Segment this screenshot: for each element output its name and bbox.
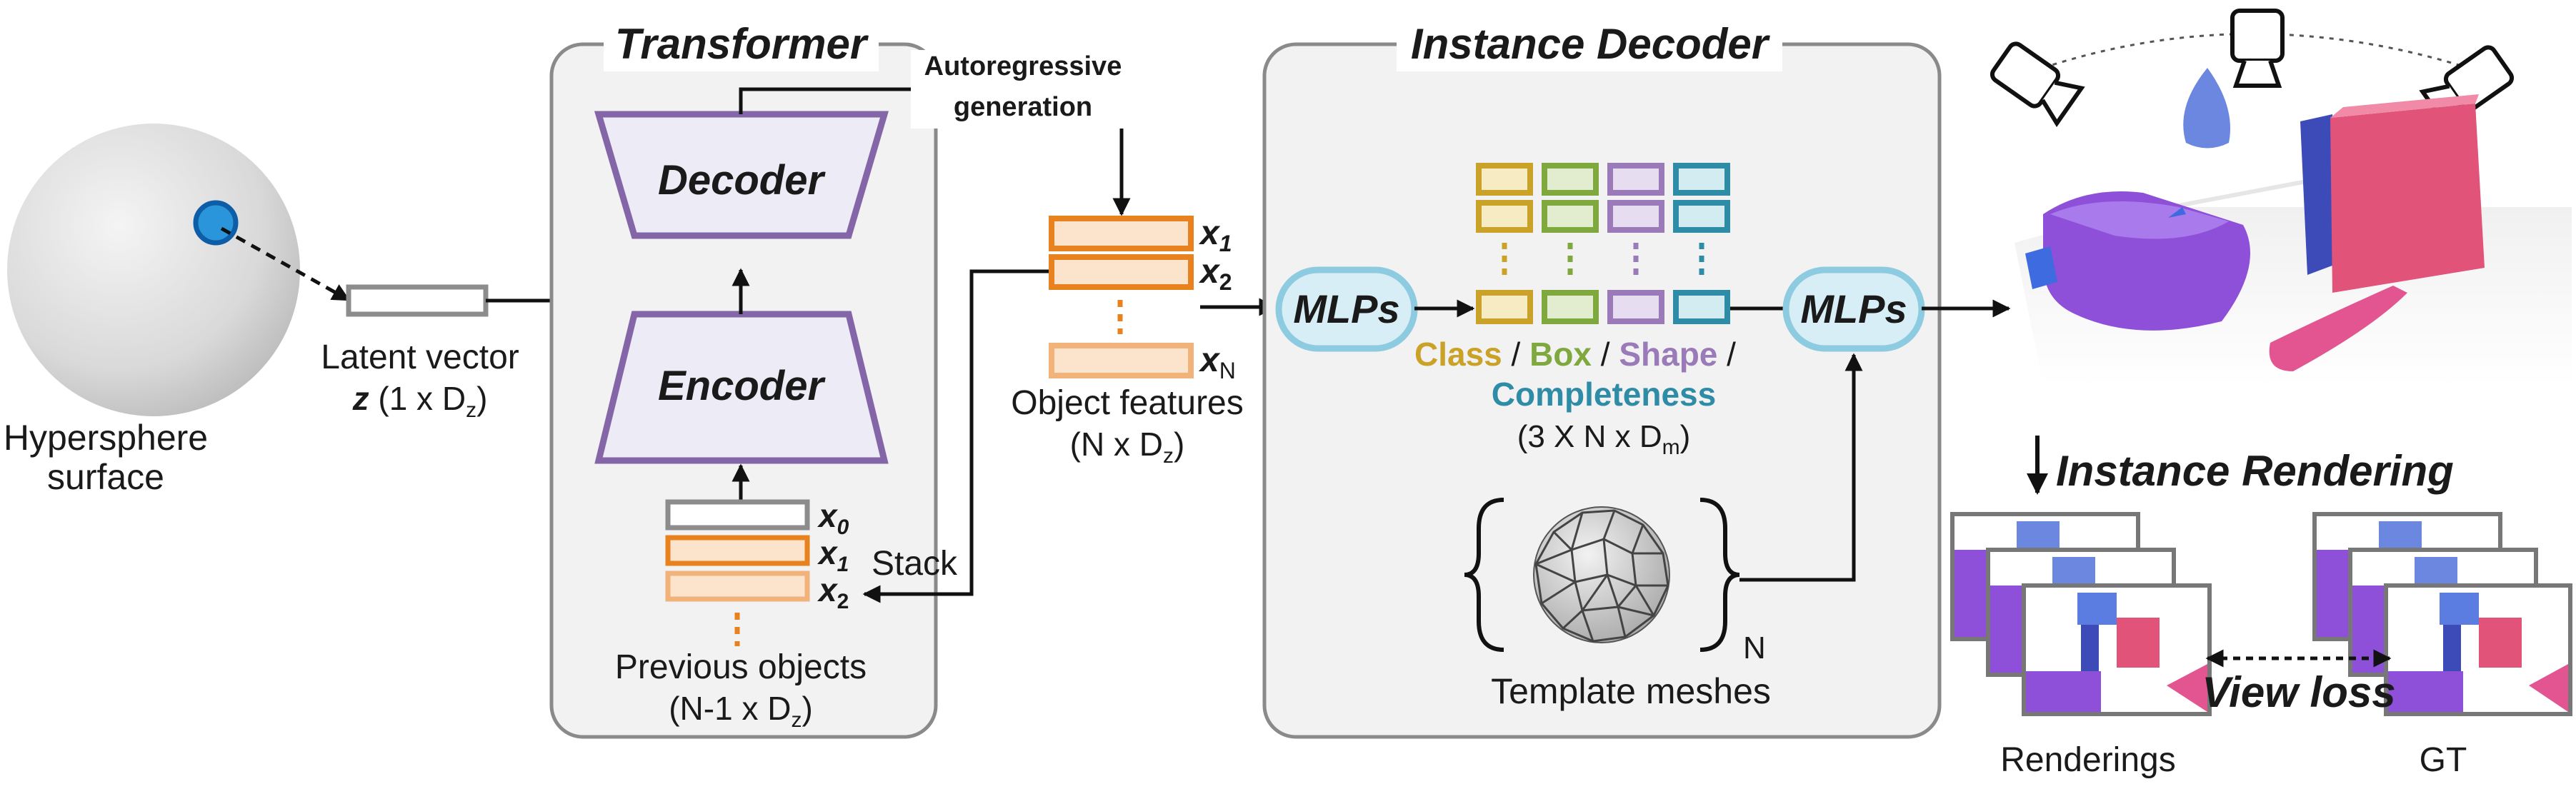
prev-objects-dims: (N-1 x Dz) [669, 690, 813, 732]
camera-icon-left [1990, 41, 2085, 128]
latent-vector-box [346, 284, 489, 317]
autoregressive-line1: Autoregressive [924, 51, 1122, 81]
prev-token-x0 [665, 499, 810, 531]
transformer-title: Transformer [615, 20, 869, 68]
object-token-xn [1049, 343, 1194, 378]
template-n-label: N [1743, 630, 1766, 665]
latent-point [193, 200, 239, 246]
mlp-label-1: MLPs [1293, 286, 1399, 331]
prev-token-x2 [665, 571, 810, 602]
latent-formula: z (1 x Dz) [352, 380, 488, 422]
gt-label: GT [2420, 741, 2467, 779]
prev-token-x2-label: x2 [817, 571, 849, 613]
sphere-label-2: surface [47, 457, 164, 497]
completeness-label: Completeness [1492, 376, 1716, 413]
instance-rendering-title: Instance Rendering [2056, 447, 2454, 495]
autoregressive-line2: generation [954, 92, 1092, 122]
sphere-label-1: Hypersphere [4, 418, 208, 458]
template-mesh [1464, 498, 1740, 652]
decoder-label: Decoder [658, 157, 827, 203]
object-token-x1-label: x1 [1198, 214, 1232, 256]
view-loss-label: View loss [2202, 668, 2395, 716]
renderings-label: Renderings [2000, 741, 2175, 779]
prev-token-x1-label: x1 [817, 534, 849, 576]
encoder-block [594, 311, 889, 464]
prev-objects-label: Previous objects [615, 648, 867, 686]
encoder-label: Encoder [658, 363, 826, 409]
prev-token-x0-label: x0 [817, 497, 849, 539]
object-token-x1 [1049, 216, 1194, 251]
object-features-label: Object features [1011, 384, 1244, 422]
attribute-columns [1476, 163, 1730, 324]
stack-label: Stack [872, 545, 958, 583]
object-token-x2 [1049, 254, 1194, 290]
attribute-labels: Class / Box / Shape / [1414, 336, 1736, 373]
instance-decoder-title: Instance Decoder [1411, 20, 1771, 68]
attribute-dims: (3 X N x Dm) [1517, 419, 1691, 459]
mlp-label-2: MLPs [1800, 286, 1907, 331]
decoder-block [594, 111, 889, 239]
hypersphere [7, 124, 351, 416]
latent-label: Latent vector [321, 338, 519, 376]
object-token-x2-label: x2 [1198, 253, 1232, 295]
object-token-xn-label: xN [1198, 341, 1236, 383]
renderings-stack [1950, 512, 2212, 716]
prev-token-x1 [665, 535, 810, 566]
camera-icon-top [2230, 9, 2285, 88]
scene-render [1990, 9, 2572, 386]
template-meshes-label: Template meshes [1491, 671, 1771, 711]
object-features-dims: (N x Dz) [1070, 426, 1185, 468]
